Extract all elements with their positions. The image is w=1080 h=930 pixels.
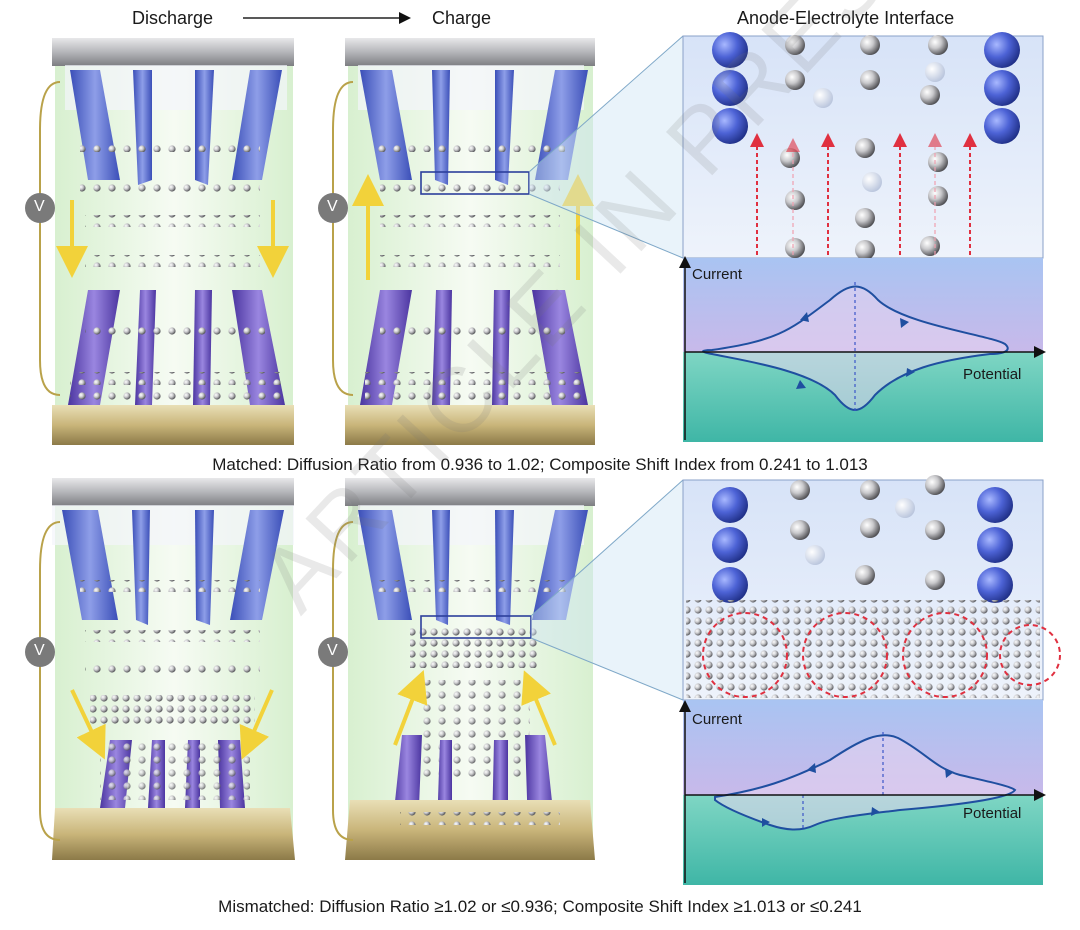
axis-label-current-1: Current — [692, 266, 743, 283]
zoom-callout-1 — [529, 36, 683, 258]
zoom-box-2 — [420, 615, 532, 639]
voltmeter-label-2: V — [327, 198, 338, 215]
axis-label-potential-2: Potential — [963, 805, 1022, 822]
zoom-callout-2 — [531, 480, 683, 700]
caption-mismatched: Mismatched: Diffusion Ratio ≥1.02 or ≤0.… — [218, 897, 862, 916]
interface-panel-mismatched — [682, 475, 1061, 701]
voltmeter-2 — [318, 193, 348, 223]
voltmeter-label-1: V — [34, 198, 45, 215]
voltmeter-3 — [25, 637, 55, 667]
caption-matched: Matched: Diffusion Ratio from 0.936 to 1… — [212, 455, 868, 474]
cell-mismatched-charge — [332, 478, 595, 860]
header-discharge: Discharge — [132, 8, 214, 28]
axis-label-current-2: Current — [692, 711, 743, 728]
zoom-box-1 — [420, 171, 530, 195]
voltmeter-label-3: V — [34, 642, 45, 659]
header-interface: Anode-Electrolyte Interface — [737, 8, 955, 28]
header-charge: Charge — [432, 8, 492, 28]
cv-plot-matched — [679, 256, 1046, 442]
cv-plot-mismatched — [679, 700, 1046, 885]
cell-matched-charge — [332, 38, 595, 445]
voltmeter-4 — [318, 637, 348, 667]
interface-panel-matched — [682, 32, 1044, 260]
voltmeter-1 — [25, 193, 55, 223]
voltmeter-label-4: V — [327, 642, 338, 659]
cell-mismatched-discharge — [39, 478, 295, 860]
cell-matched-discharge — [39, 38, 294, 445]
axis-label-potential-1: Potential — [963, 366, 1022, 383]
